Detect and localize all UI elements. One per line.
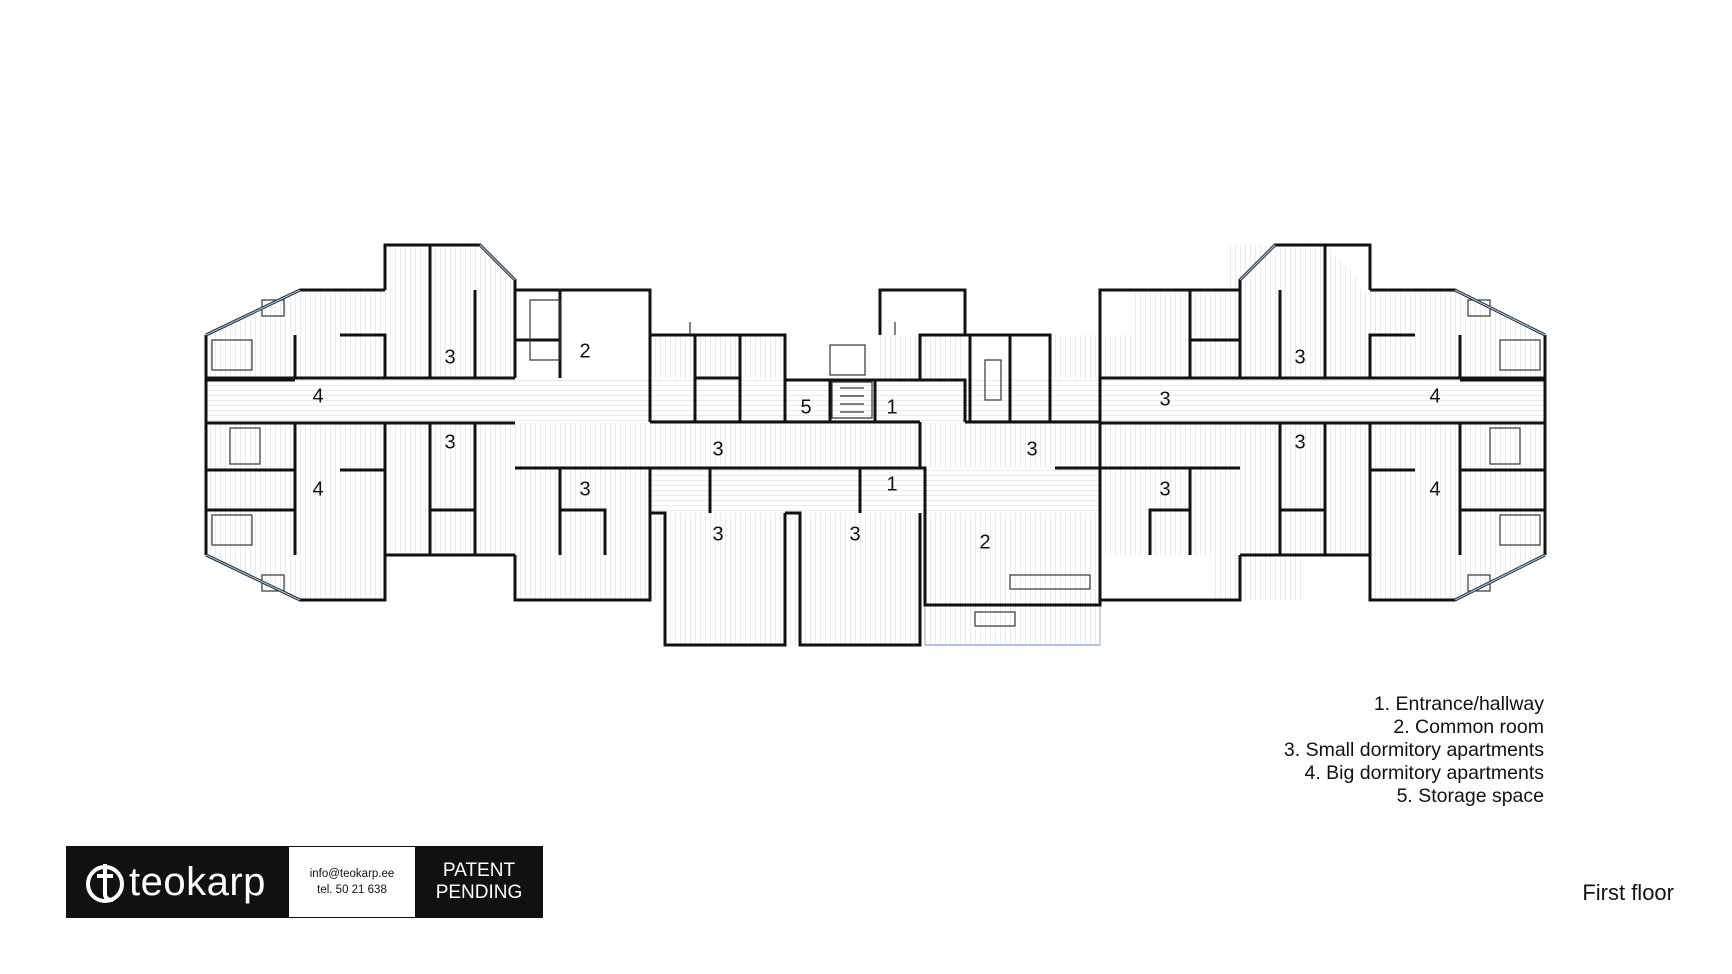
room-label-1: 1 [886,473,897,495]
room-label-2: 2 [579,340,590,362]
room-label-3: 3 [1294,346,1305,368]
teokarp-logo-icon [86,864,124,903]
legend-item: 2. Common room [1393,716,1544,738]
legend-item: 3. Small dormitory apartments [1283,739,1544,761]
floor-fills [206,245,1545,646]
floor-title: First floor [1582,880,1674,905]
brand-logo: teokarp [67,847,289,917]
room-label-2: 2 [979,531,990,553]
brand-phone: tel. 50 21 638 [317,884,387,896]
legend-item: 5. Storage space [1396,785,1544,807]
patent-line-1: PATENT [442,860,516,881]
brand-contact: info@teokarp.ee tel. 50 21 638 [289,847,416,917]
room-label-3: 3 [1294,431,1305,453]
room-label-3: 3 [712,438,723,460]
room-label-3: 3 [1159,478,1170,500]
brand-block: teokarp info@teokarp.ee tel. 50 21 638 P… [66,846,543,918]
patent-badge: PATENT PENDING [416,847,542,917]
room-label-3: 3 [712,523,723,545]
room-label-3: 3 [579,478,590,500]
brand-email[interactable]: info@teokarp.ee [309,868,395,880]
room-label-3: 3 [444,431,455,453]
room-label-3: 3 [1026,438,1037,460]
room-label-4: 4 [1429,385,1440,407]
patent-line-2: PENDING [435,882,523,903]
glazing [205,244,1546,646]
legend-item: 4. Big dormitory apartments [1304,762,1544,784]
room-label-5: 5 [800,396,811,418]
room-labels: 4 4 3 3 2 3 3 3 5 1 1 3 2 3 3 3 3 3 4 4 [312,340,1440,553]
room-label-3: 3 [849,523,860,545]
room-label-1: 1 [886,396,897,418]
room-label-3: 3 [444,346,455,368]
brand-name: teokarp [129,860,266,904]
legend-item: 1. Entrance/hallway [1373,693,1544,715]
room-legend: 1. Entrance/hallway 2. Common room 3. Sm… [1284,693,1544,808]
room-label-4: 4 [312,385,323,407]
room-label-4: 4 [312,478,323,500]
room-label-3: 3 [1159,388,1170,410]
room-label-4: 4 [1429,478,1440,500]
